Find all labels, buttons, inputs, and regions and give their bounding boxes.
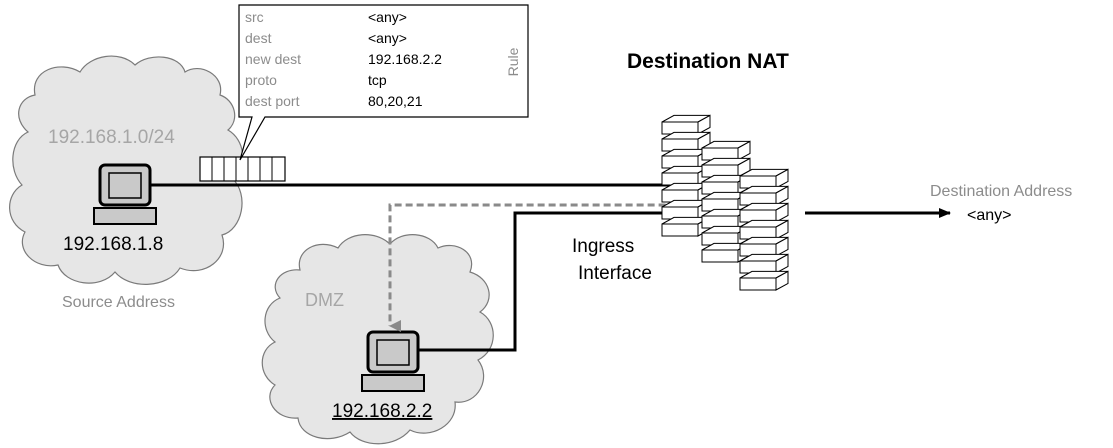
- rule-value-dest-port: 80,20,21: [368, 93, 423, 109]
- rule-value-src: <any>: [368, 9, 407, 25]
- dmz-label: DMZ: [305, 290, 344, 310]
- rule-side-label: Rule: [505, 47, 521, 76]
- source-computer-icon: [93, 163, 157, 225]
- rule-value-proto: tcp: [368, 72, 387, 88]
- rule-value-dest: <any>: [368, 30, 407, 46]
- ingress-label-line2: Interface: [578, 263, 652, 284]
- rule-key-src: src: [245, 9, 264, 25]
- rule-key-dest-port: dest port: [245, 93, 300, 109]
- source-address-caption: Source Address: [62, 294, 175, 311]
- source-host-ip: 192.168.1.8: [63, 234, 163, 255]
- translated-path: [388, 198, 721, 332]
- rule-key-dest: dest: [245, 30, 272, 46]
- ingress-label-line1: Ingress: [572, 236, 634, 257]
- diagram-title: Destination NAT: [627, 50, 789, 73]
- destination-address-label: Destination Address: [930, 183, 1072, 200]
- dmz-host-ip: 192.168.2.2: [332, 401, 432, 422]
- rule-value-new-dest: 192.168.2.2: [368, 51, 442, 67]
- rule-callout: [238, 4, 529, 161]
- dmz-ingress-link: [418, 211, 700, 352]
- rule-table: src <any> dest <any> new dest 192.168.2.…: [245, 9, 521, 109]
- dmz-computer-icon: [361, 330, 425, 392]
- rule-key-new-dest: new dest: [245, 51, 301, 67]
- destination-address-value: <any>: [967, 207, 1011, 224]
- rule-key-proto: proto: [245, 72, 277, 88]
- source-subnet-label: 192.168.1.0/24: [48, 127, 175, 148]
- packet-icon: [199, 156, 286, 182]
- firewall-icon: [661, 114, 789, 291]
